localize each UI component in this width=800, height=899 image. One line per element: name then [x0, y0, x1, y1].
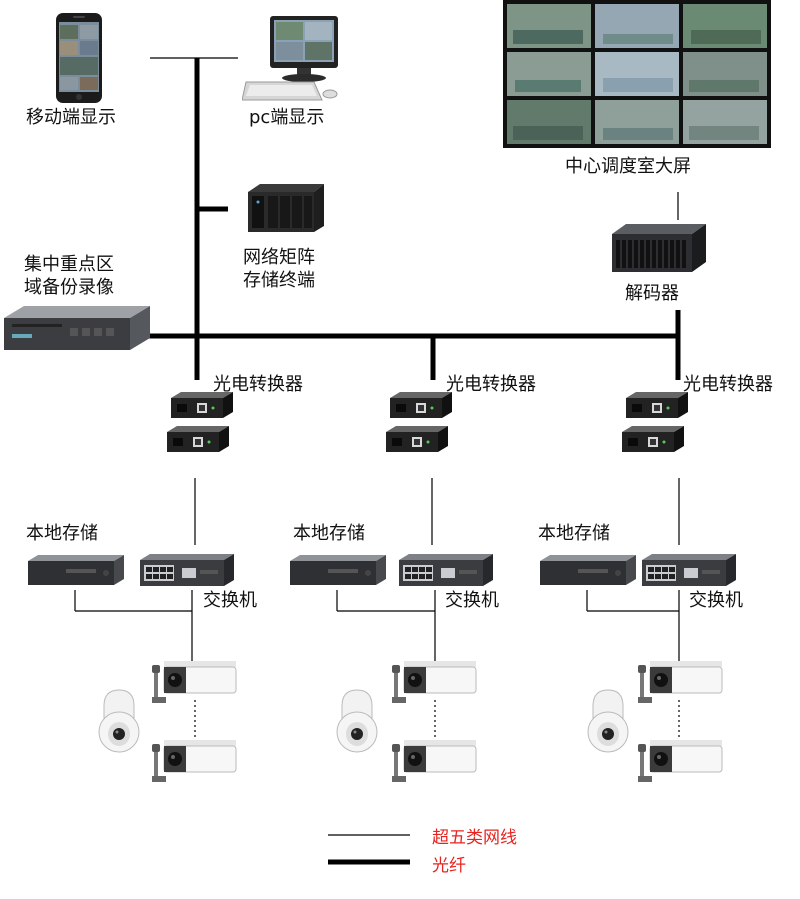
central-backup-line2: 域备份录像: [24, 277, 114, 298]
storage-matrix-label: 网络矩阵 存储终端: [243, 246, 315, 292]
converter-label-2: 光电转换器: [446, 374, 536, 395]
bullet-camera-image-2a: [392, 661, 477, 703]
switch-label-3: 交换机: [689, 590, 743, 611]
bullet-camera-image-2b: [392, 740, 477, 782]
video-wall-tiles: [507, 4, 767, 144]
pc-monitor-image: [242, 16, 338, 101]
ethernet-lines: [74, 57, 680, 745]
central-backup-label: 集中重点区 域备份录像: [24, 253, 114, 299]
converter-unit: [171, 392, 233, 418]
converter-unit: [167, 426, 229, 452]
local-storage-label-1: 本地存储: [26, 523, 98, 544]
local-nvr-image-3: [540, 555, 636, 585]
network-switch-image-3: [642, 554, 736, 586]
video-wall-image: [503, 0, 771, 148]
legend-fiber-label: 光纤: [432, 856, 466, 876]
decoder-label: 解码器: [625, 283, 679, 304]
dome-camera-image-3: [587, 689, 629, 753]
decoder-image: [612, 224, 706, 272]
switch-label-1: 交换机: [203, 590, 257, 611]
bullet-camera-image-1a: [152, 661, 237, 703]
control-room-screen-label: 中心调度室大屏: [565, 156, 691, 177]
converter-unit: [390, 392, 452, 418]
media-converter-image-2: [386, 392, 452, 452]
bullet-camera-image-3b: [638, 740, 723, 782]
central-backup-line1: 集中重点区: [24, 254, 114, 275]
network-switch-image-1: [140, 554, 234, 586]
legend-ethernet-label: 超五类网线: [432, 828, 517, 848]
converter-unit: [626, 392, 688, 418]
central-nvr-image: [4, 306, 150, 350]
converter-unit: [386, 426, 448, 452]
converter-label-3: 光电转换器: [683, 374, 773, 395]
network-switch-image-2: [399, 554, 493, 586]
local-storage-label-2: 本地存储: [293, 523, 365, 544]
pc-display-label: pc端显示: [249, 107, 325, 128]
mobile-phone-image: [56, 13, 102, 103]
storage-matrix-line2: 存储终端: [243, 270, 315, 291]
mobile-display-label: 移动端显示: [26, 107, 116, 128]
media-converter-image-3: [622, 392, 688, 452]
dome-camera-image-1: [98, 689, 140, 753]
switch-label-2: 交换机: [445, 590, 499, 611]
nas-storage-image: [248, 184, 324, 232]
local-storage-label-3: 本地存储: [538, 523, 610, 544]
bullet-camera-image-3a: [638, 661, 723, 703]
converter-label-1: 光电转换器: [213, 374, 303, 395]
converter-unit: [622, 426, 684, 452]
local-nvr-image-2: [290, 555, 386, 585]
media-converter-image-1: [167, 392, 233, 452]
storage-matrix-line1: 网络矩阵: [243, 247, 315, 268]
bullet-camera-image-1b: [152, 740, 237, 782]
fiber-lines: [148, 58, 681, 380]
dome-camera-image-2: [336, 689, 378, 753]
local-nvr-image-1: [28, 555, 124, 585]
